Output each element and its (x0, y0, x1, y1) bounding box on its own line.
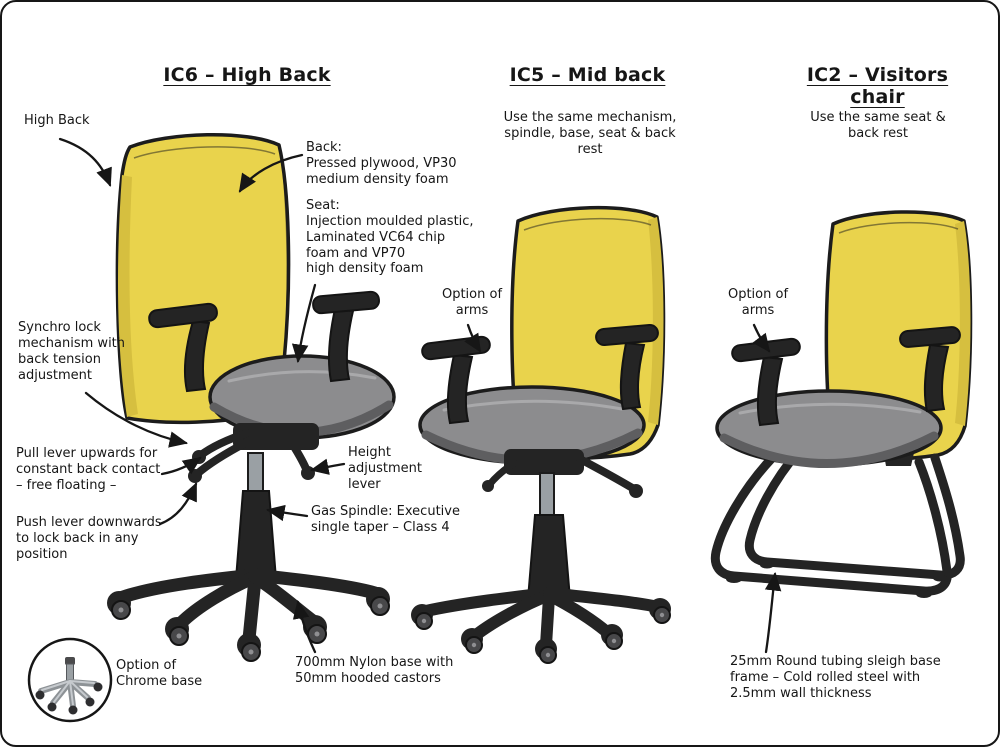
label-height-lever: Height adjustment lever (348, 445, 422, 492)
label-synchro: Synchro lock mechanism with back tension… (18, 320, 126, 383)
label-gas-spindle: Gas Spindle: Executive single taper – Cl… (311, 504, 460, 535)
ic2-chair-illustration (710, 210, 973, 598)
title-ic5: IC5 – Mid back (509, 64, 666, 86)
label-high-back: High Back (24, 113, 90, 128)
label-chrome-base: Option of Chrome base (116, 658, 203, 689)
subtitle-ic2: Use the same seat & back rest (810, 110, 946, 141)
label-back-spec: Back: Pressed plywood, VP30 medium densi… (306, 140, 457, 187)
label-seat-spec: Seat: Injection moulded plastic, Laminat… (306, 198, 474, 277)
label-pull-lever: Pull lever upwards for constant back con… (16, 446, 161, 493)
title-ic2: IC2 – Visitors chair (806, 64, 949, 108)
label-arms-ic5: Option of arms (441, 287, 503, 318)
label-nylon-base: 700mm Nylon base with 50mm hooded castor… (295, 655, 454, 686)
label-arms-ic2: Option of arms (727, 287, 789, 318)
ic6-chair-illustration (107, 132, 396, 662)
subtitle-ic5: Use the same mechanism, spindle, base, s… (503, 110, 677, 157)
label-sleigh-base: 25mm Round tubing sleigh base frame – Co… (730, 654, 941, 701)
ic5-chair-illustration (411, 205, 671, 664)
chrome-base-sketch (27, 637, 113, 723)
title-ic6: IC6 – High Back (163, 64, 331, 86)
label-push-lever: Push lever downwards to lock back in any… (16, 515, 162, 562)
